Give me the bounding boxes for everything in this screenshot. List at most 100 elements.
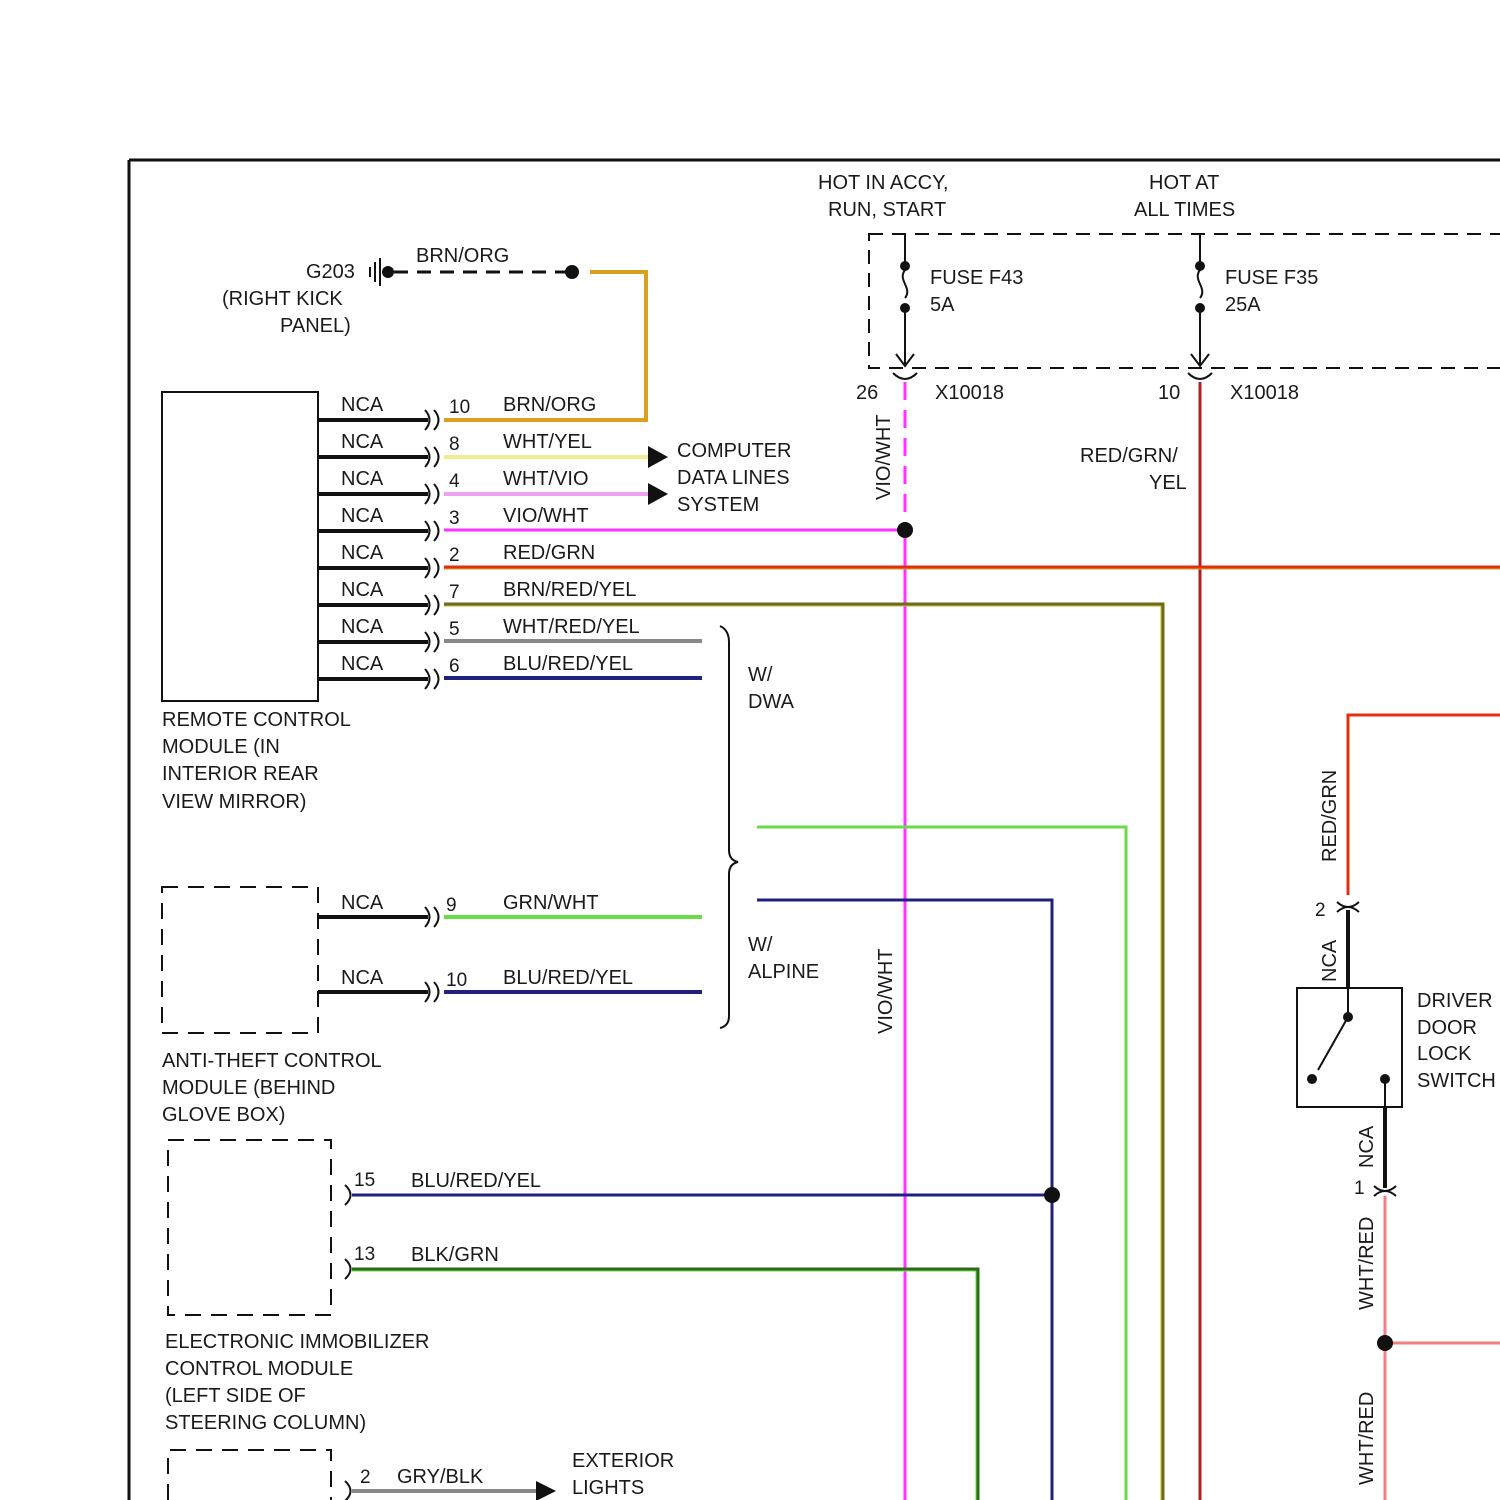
atcm-pin-number: 10 (446, 970, 467, 991)
atcm-label-1: ANTI-THEFT CONTROL (162, 1050, 382, 1072)
exterior-wire: GRY/BLK (397, 1466, 484, 1488)
ground-wire-label: BRN/ORG (416, 245, 509, 267)
label-wht-red-upper: WHT/RED (1356, 1217, 1378, 1310)
label-red-grn-switch: RED/GRN (1319, 770, 1341, 862)
ground-location-2: PANEL) (280, 315, 351, 337)
fuse-f35-rating: 25A (1225, 294, 1261, 316)
label-wht-red-lower: WHT/RED (1356, 1392, 1378, 1485)
eicm-wire-13: BLK/GRN (411, 1244, 499, 1266)
eicm-label-2: CONTROL MODULE (165, 1358, 353, 1380)
f35-pin-number: 10 (1158, 382, 1180, 404)
rcm-pin-number: 10 (449, 397, 470, 418)
atcm-pin-nca: NCA (341, 967, 384, 989)
rcm-pin-wire: VIO/WHT (503, 505, 589, 527)
label-vio-wht-lower: VIO/WHT (875, 948, 897, 1034)
label-vio-wht-upper: VIO/WHT (873, 414, 895, 500)
power-accy-label-1: HOT IN ACCY, (818, 172, 948, 194)
rcm-pin-wire: BRN/ORG (503, 394, 596, 416)
ground-icon (370, 258, 380, 286)
rcm-pin-nca: NCA (341, 505, 384, 527)
label-red-grn-yel-2: YEL (1149, 472, 1187, 494)
rcm-label-2: MODULE (IN (162, 736, 280, 758)
atcm-pin-number: 9 (446, 895, 457, 916)
arrow-cdl-2-icon (648, 483, 668, 505)
wire-grn-wht-trunk (757, 827, 1126, 1500)
rcm-pin-number: 4 (449, 471, 460, 492)
rcm-pin-number: 8 (449, 434, 460, 455)
rcm-label-3: INTERIOR REAR (162, 763, 319, 785)
option-alpine-1: W/ (748, 934, 773, 956)
rcm-pin-nca: NCA (341, 616, 384, 638)
wire-brn-red-yel (444, 604, 1163, 1500)
switch-label-1: DRIVER (1417, 990, 1493, 1012)
splice-blu-red-yel (1044, 1187, 1060, 1203)
fuse-f35 (1191, 234, 1209, 366)
switch-pin-bottom: 1 (1354, 1178, 1365, 1199)
option-dwa-2: DWA (748, 691, 795, 713)
atcm-pin-nca: NCA (341, 892, 384, 914)
label-nca-switch-top: NCA (1319, 939, 1341, 982)
rcm-pin-nca: NCA (341, 431, 384, 453)
wire-red-grn-switch (1348, 715, 1500, 895)
rcm-pin-number: 6 (449, 656, 460, 677)
eicm-wire-15: BLU/RED/YEL (411, 1170, 541, 1192)
eicm-connector-13-icon (345, 1259, 351, 1279)
exterior-label-1: EXTERIOR (572, 1450, 674, 1472)
rcm-pin-number: 7 (449, 582, 460, 603)
eicm-pin-13: 13 (354, 1244, 375, 1265)
rcm-pin-wire: WHT/RED/YEL (503, 616, 640, 638)
rcm-pin-number: 3 (449, 508, 460, 529)
switch-label-2: DOOR (1417, 1017, 1477, 1039)
atcm-label-3: GLOVE BOX) (162, 1104, 285, 1126)
power-always-label-2: ALL TIMES (1134, 199, 1235, 221)
fuse-f43-name: FUSE F43 (930, 267, 1023, 289)
label-nca-switch-bottom: NCA (1356, 1125, 1378, 1168)
rcm-pin-nca: NCA (341, 653, 384, 675)
atcm-label-2: MODULE (BEHIND (162, 1077, 335, 1099)
f35-connector-label: X10018 (1230, 382, 1299, 404)
ground-g203: G203 (RIGHT KICK PANEL) BRN/ORG (222, 245, 579, 337)
rcm-pin-number: 5 (449, 619, 460, 640)
switch-label-4: SWITCH (1417, 1070, 1496, 1092)
option-dwa-1: W/ (748, 664, 773, 686)
eicm-label-3: (LEFT SIDE OF (165, 1385, 306, 1407)
rcm-pin-wire: WHT/VIO (503, 468, 589, 490)
option-alpine-2: ALPINE (748, 961, 819, 983)
rcm-pin-nca: NCA (341, 394, 384, 416)
rcm-pin-nca: NCA (341, 579, 384, 601)
arrow-cdl-1-icon (648, 446, 668, 468)
electronic-immobilizer-module: 15 BLU/RED/YEL 13 BLK/GRN ELECTRONIC IMM… (165, 1140, 541, 1434)
eicm-label-1: ELECTRONIC IMMOBILIZER (165, 1331, 429, 1353)
f43-connector-label: X10018 (935, 382, 1004, 404)
eicm-connector-15-icon (345, 1185, 351, 1205)
cdl-label-3: SYSTEM (677, 494, 759, 516)
ground-id: G203 (306, 261, 355, 283)
option-brace (720, 626, 738, 1028)
exterior-connector-icon (345, 1481, 351, 1500)
rcm-pin-number: 2 (449, 545, 460, 566)
fuse-f35-name: FUSE F35 (1225, 267, 1318, 289)
fuse-f43-rating: 5A (930, 294, 955, 316)
fuse-box: HOT IN ACCY, RUN, START HOT AT ALL TIMES… (818, 172, 1500, 404)
exterior-label-2: LIGHTS (572, 1477, 644, 1499)
rcm-pin-wire: RED/GRN (503, 542, 595, 564)
power-always-label-1: HOT AT (1149, 172, 1219, 194)
atcm-pin-wire: BLU/RED/YEL (503, 967, 633, 989)
wires (352, 272, 1500, 1500)
atcm-pin-wire: GRN/WHT (503, 892, 599, 914)
switch-pin-top: 2 (1315, 900, 1326, 921)
cdl-label-2: DATA LINES (677, 467, 790, 489)
splices (897, 522, 1393, 1351)
ground-location-1: (RIGHT KICK (222, 288, 343, 310)
arrow-exterior-icon (536, 1481, 556, 1500)
rcm-pin-wire: WHT/YEL (503, 431, 592, 453)
f43-pin-number: 26 (856, 382, 878, 404)
cdl-label-1: COMPUTER (677, 440, 791, 462)
exterior-pin: 2 (360, 1467, 371, 1488)
rcm-label-1: REMOTE CONTROL (162, 709, 351, 731)
diagram-border (129, 160, 1500, 1500)
rcm-pin-nca: NCA (341, 542, 384, 564)
rcm-label-4: VIEW MIRROR) (162, 791, 306, 813)
switch-label-3: LOCK (1417, 1043, 1472, 1065)
